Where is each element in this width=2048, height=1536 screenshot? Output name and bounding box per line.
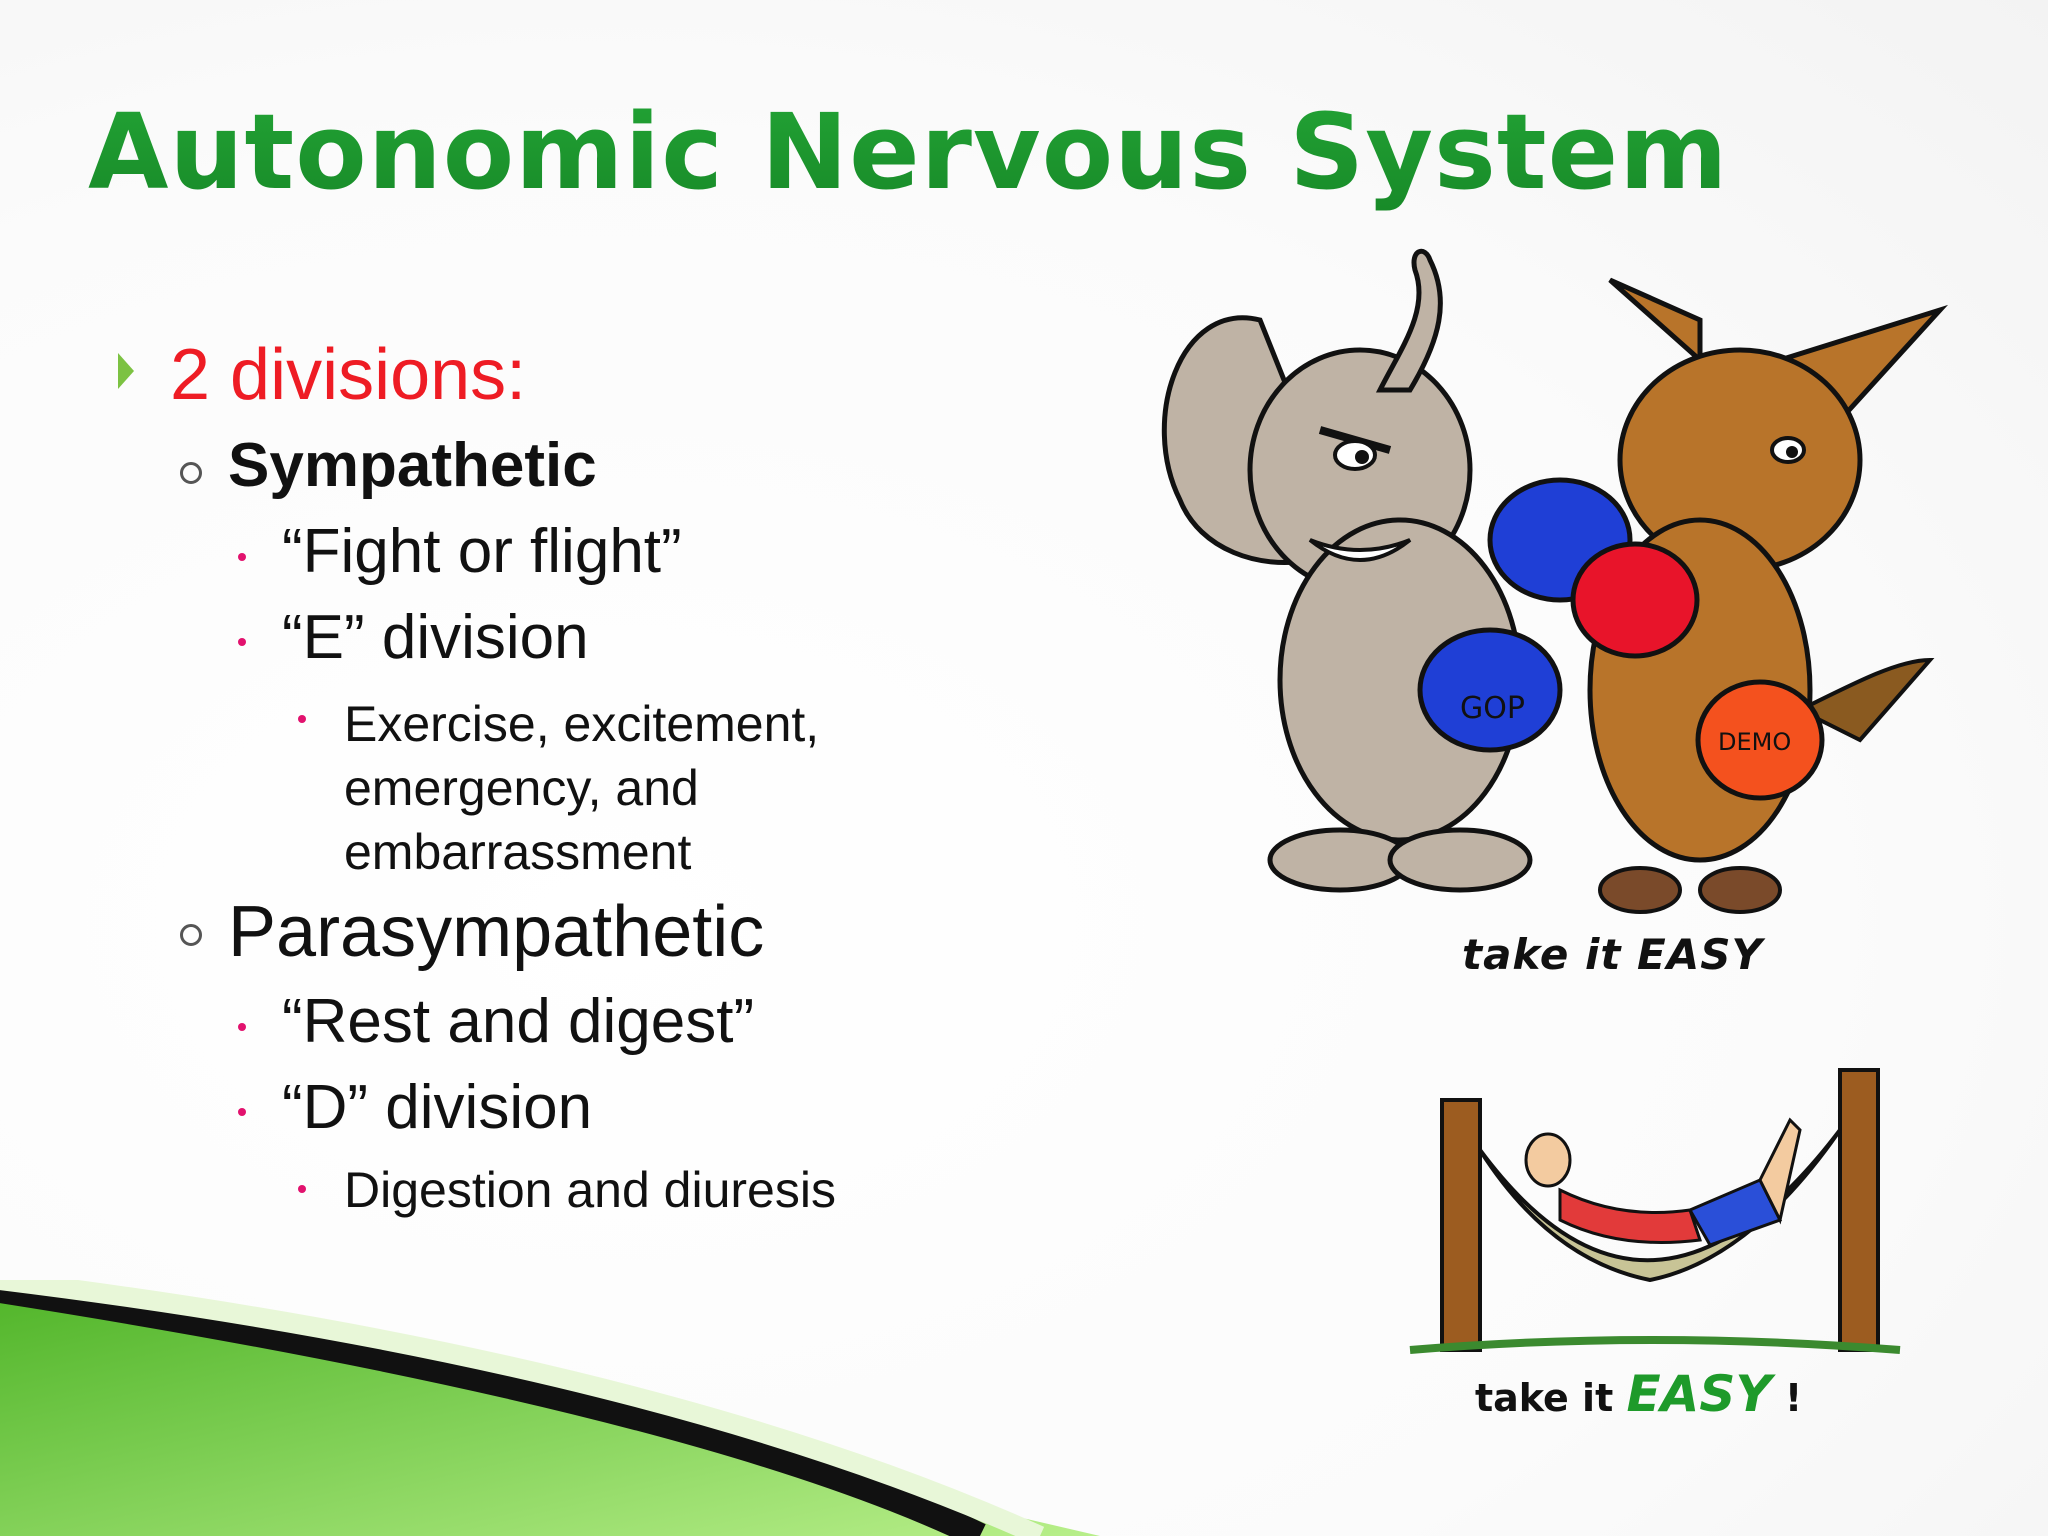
hammock-cartoon [1409, 1068, 1901, 1354]
level1-bullet-icon [118, 353, 134, 389]
person-head [1524, 1132, 1572, 1188]
boxing-gloves [1417, 477, 1825, 801]
grass-line [1409, 1336, 1901, 1354]
left-tree-trunk [1440, 1098, 1482, 1352]
boxing-cartoon: GOP DEMO [1161, 248, 1949, 914]
white-swoosh-stripe [0, 1280, 1045, 1536]
level4-bullet-icon [298, 1185, 306, 1193]
elephant-figure [1161, 248, 1533, 893]
slide-title: Autonomic Nervous System [88, 91, 1729, 213]
level2-bullet-icon [180, 462, 202, 484]
parasympathetic-point-2: “D” division [282, 1073, 593, 1142]
parasympathetic-label: Parasympathetic [228, 892, 765, 972]
divisions-heading: 2 divisions: [170, 335, 527, 415]
demo-glove-label: DEMO [1718, 728, 1791, 756]
black-swoosh-stripe [0, 1280, 986, 1536]
sympathetic-detail: Exercise, excitement, emergency, and emb… [344, 696, 820, 880]
hammock-caption-prefix: take it [1475, 1376, 1614, 1420]
sympathetic-point-1: “Fight or flight” [282, 517, 682, 586]
level3-bullet-icon [238, 638, 246, 646]
sympathetic-point-2: “E” division [282, 603, 589, 672]
person-legs [1758, 1117, 1802, 1225]
right-tree-trunk [1838, 1068, 1880, 1352]
sympathetic-label: Sympathetic [228, 431, 597, 500]
parasympathetic-detail: Digestion and diuresis [344, 1162, 836, 1218]
hammock-caption-suffix: ! [1784, 1376, 1803, 1420]
hammock-caption-emphasis: EASY [1626, 1365, 1772, 1423]
decorative-swoosh [0, 1280, 1100, 1536]
level2-bullet-icon [180, 924, 202, 946]
level4-bullet-icon [298, 715, 306, 723]
parasympathetic-point-1: “Rest and digest” [282, 987, 755, 1056]
person-shirt [1558, 1187, 1703, 1244]
level3-bullet-icon [238, 1023, 246, 1031]
hammock-caption: take it EASY ! [1475, 1365, 1802, 1423]
level3-bullet-icon [238, 1108, 246, 1116]
boxing-caption: take it EASY [1462, 930, 1763, 979]
gop-glove-label: GOP [1460, 691, 1525, 726]
hammock [1478, 1128, 1842, 1283]
level3-bullet-icon [238, 553, 246, 561]
